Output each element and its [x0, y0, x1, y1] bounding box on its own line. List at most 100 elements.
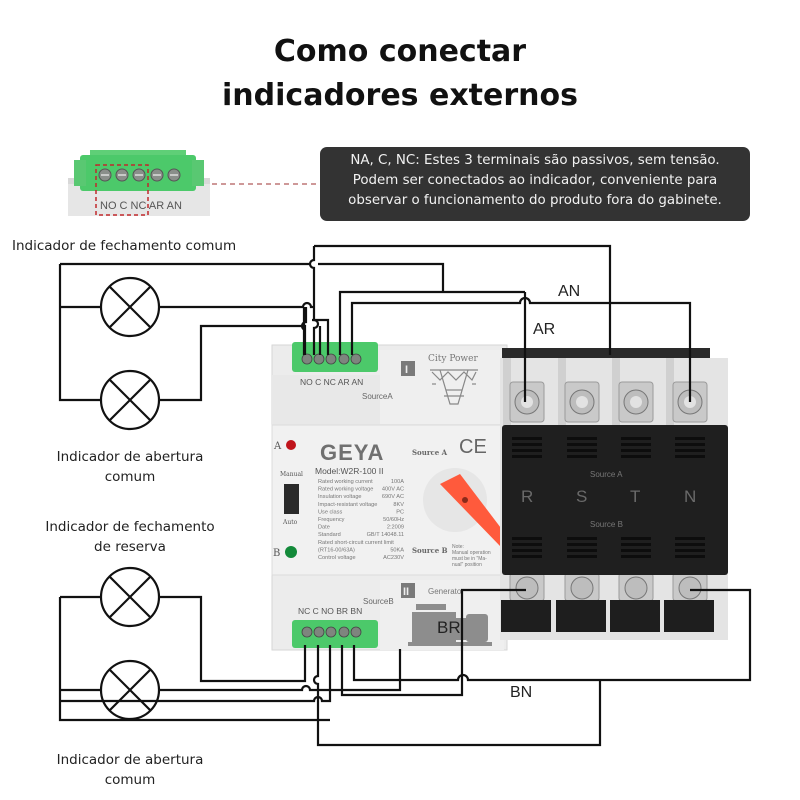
vent-slot	[621, 537, 651, 540]
lamp-top-closing-icon	[99, 276, 161, 338]
screw-head	[521, 396, 533, 408]
cover-source-b: Source B	[590, 520, 623, 529]
label-bottom-closing: Indicador de fechamento de reserva	[32, 517, 228, 557]
label-top-opening-line1: Indicador de abertura	[56, 449, 204, 465]
vent-slot	[567, 555, 597, 558]
terminal-base	[556, 600, 606, 632]
led-a-icon	[286, 440, 296, 450]
vent-slot	[675, 537, 705, 540]
spec-value: GB/T 14048.11	[367, 532, 404, 538]
cover-source-a: Source A	[590, 470, 623, 479]
vent-slot	[675, 449, 705, 452]
bottom-power-terminals	[501, 572, 714, 632]
source-a-label: SourceA	[362, 392, 393, 401]
spec-name: Standard	[318, 532, 341, 538]
screw-icon[interactable]	[515, 576, 539, 600]
screw-icon[interactable]	[570, 576, 594, 600]
vent-slot	[621, 449, 651, 452]
spec-value: 50KA	[390, 547, 404, 553]
info-callout-line3: observar o funcionamento do produto fora…	[348, 193, 722, 208]
vent-slot	[675, 549, 705, 552]
spec-value: 2:2009	[387, 525, 404, 531]
vent-slot	[567, 437, 597, 440]
top-power-terminals	[503, 358, 708, 428]
spec-value: 690V AC	[382, 494, 404, 500]
page-title-line1: Como conectar	[273, 34, 527, 69]
vent-slot	[621, 549, 651, 552]
vent-slot	[512, 437, 542, 440]
terminal-separator	[558, 358, 566, 428]
terminal-a-labels: NO C NC AR AN	[300, 377, 363, 387]
note-line: nual" position	[452, 562, 482, 568]
note-line: Manual operation	[452, 550, 491, 556]
spec-name: Date	[318, 525, 330, 531]
wire-label-bn: BN	[510, 684, 533, 701]
vent-slot	[621, 443, 651, 446]
lamp-bottom-closing-icon	[99, 566, 161, 628]
section-i-badge: I	[405, 364, 408, 376]
auto-label: Auto	[282, 519, 298, 526]
spec-value: 8KV	[393, 502, 404, 508]
manual-label: Manual	[280, 471, 303, 478]
vent-slot	[512, 555, 542, 558]
vent-slot	[512, 549, 542, 552]
spec-name: Rated working voltage	[318, 487, 373, 493]
generator-label: Generator	[428, 587, 464, 596]
note-line: must be in "Ma-	[452, 556, 487, 562]
vent-slot	[567, 443, 597, 446]
label-top-opening-line2: comum	[104, 469, 156, 485]
source-a-text: Source A	[412, 448, 448, 457]
brand-logo: GEYA	[320, 440, 384, 465]
terminal-cover	[502, 425, 728, 575]
inset-highlight-box	[95, 164, 149, 216]
label-top-closing: Indicador de fechamento comum	[12, 238, 237, 254]
vent-slot	[621, 455, 651, 458]
wire-label-ar: AR	[533, 321, 556, 338]
vent-slot	[567, 549, 597, 552]
source-b-label: SourceB	[363, 597, 394, 606]
wire-label-an: AN	[558, 283, 581, 300]
vent-slot	[567, 543, 597, 546]
inset-terminal-labels: NO C NC AR AN	[100, 200, 182, 212]
spec-value: PC	[396, 509, 404, 515]
info-callout: NA, C, NC: Estes 3 terminais são passivo…	[320, 147, 750, 221]
vent-slot	[675, 455, 705, 458]
terminal-b-labels: NC C NO BR BN	[298, 606, 362, 616]
vent-slot	[567, 449, 597, 452]
red-handle[interactable]	[440, 474, 510, 546]
vent-slot	[621, 555, 651, 558]
vent-slot	[675, 443, 705, 446]
spec-value: 400V AC	[382, 487, 404, 493]
vent-slot	[512, 449, 542, 452]
vent-slot	[675, 543, 705, 546]
vent-slot	[621, 543, 651, 546]
wire-label-br: BR	[437, 618, 461, 637]
ats-device: NO C NC AR AN SourceA I City Power A B M…	[271, 342, 728, 651]
note-line: Note:	[452, 544, 464, 550]
screw-icon[interactable]	[678, 576, 702, 600]
terminal-separator	[612, 358, 620, 428]
label-bottom-opening: Indicador de abertura comum	[40, 750, 220, 790]
lamps	[99, 276, 161, 721]
label-bottom-closing-line2: de reserva	[94, 539, 166, 555]
phase-label: N	[684, 487, 696, 506]
vent-slot	[675, 437, 705, 440]
phase-label: T	[630, 487, 640, 506]
lamp-bottom-opening-icon	[99, 659, 161, 721]
label-bottom-closing-line1: Indicador de fechamento	[45, 519, 215, 535]
spec-value: 100A	[391, 479, 404, 485]
led-b-label: B	[273, 548, 280, 559]
screw-head	[630, 396, 642, 408]
section-ii-badge: II	[403, 586, 409, 598]
model-label: Model:W2R-100 II	[315, 466, 384, 476]
info-callout-line1: NA, C, NC: Estes 3 terminais são passivo…	[350, 153, 720, 168]
spec-name: Use class	[318, 509, 342, 515]
phase-label: S	[576, 487, 587, 506]
vent-slot	[512, 443, 542, 446]
spec-name: Control voltage	[318, 555, 356, 561]
screw-icon[interactable]	[624, 576, 648, 600]
